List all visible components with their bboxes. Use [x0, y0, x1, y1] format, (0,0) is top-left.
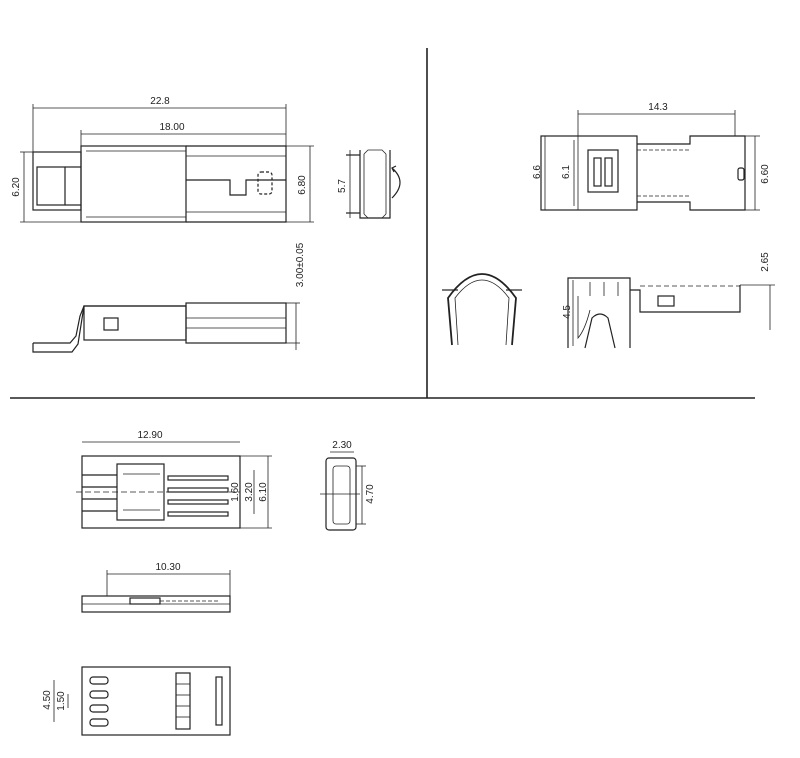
carrier-top-view: 12.90 1.60 3.20 6.10	[76, 430, 272, 529]
dim-12-90: 12.90	[137, 430, 162, 441]
dim-6-1: 6.1	[561, 165, 572, 179]
dim-4-50: 4.50	[42, 690, 53, 710]
dim-3-20: 3.20	[244, 482, 255, 502]
plug-end-view: 5.7	[337, 149, 401, 219]
clip-end-view	[442, 273, 522, 346]
plug-side-view: 3.00±0.05	[32, 242, 306, 353]
dim-6-20: 6.20	[11, 177, 22, 197]
dim-2-30: 2.30	[332, 440, 352, 451]
dim-6-80: 6.80	[297, 175, 308, 195]
dim-4-70: 4.70	[365, 484, 376, 504]
dim-5-7: 5.7	[337, 179, 348, 193]
dim-6-10: 6.10	[258, 482, 269, 502]
dim-1-60: 1.60	[230, 482, 241, 502]
dim-1-50: 1.50	[56, 691, 67, 711]
plug-top-view: 22.8 18.00 6.20 6.80	[11, 96, 314, 223]
dim-2-65: 2.65	[760, 252, 771, 272]
dim-6-6: 6.6	[532, 165, 543, 179]
dim-6-60: 6.60	[760, 164, 771, 184]
dim-22-8: 22.8	[150, 96, 170, 107]
shell-top-view: 14.3 6.6 6.1 6.60	[532, 102, 771, 211]
carrier-end-view: 2.30 4.70	[320, 440, 376, 531]
carrier-side-view: 10.30	[81, 562, 231, 613]
dim-10-30: 10.30	[155, 562, 180, 573]
dim-3-00: 3.00±0.05	[295, 242, 306, 287]
shell-side-view: 2.65 4.5	[562, 252, 775, 349]
carrier-pad-view: 4.50 1.50	[42, 666, 231, 736]
dim-14-3: 14.3	[648, 102, 668, 113]
sheet-dividers	[10, 48, 755, 399]
dim-4-5: 4.5	[562, 305, 573, 319]
dim-18-00: 18.00	[159, 122, 184, 133]
